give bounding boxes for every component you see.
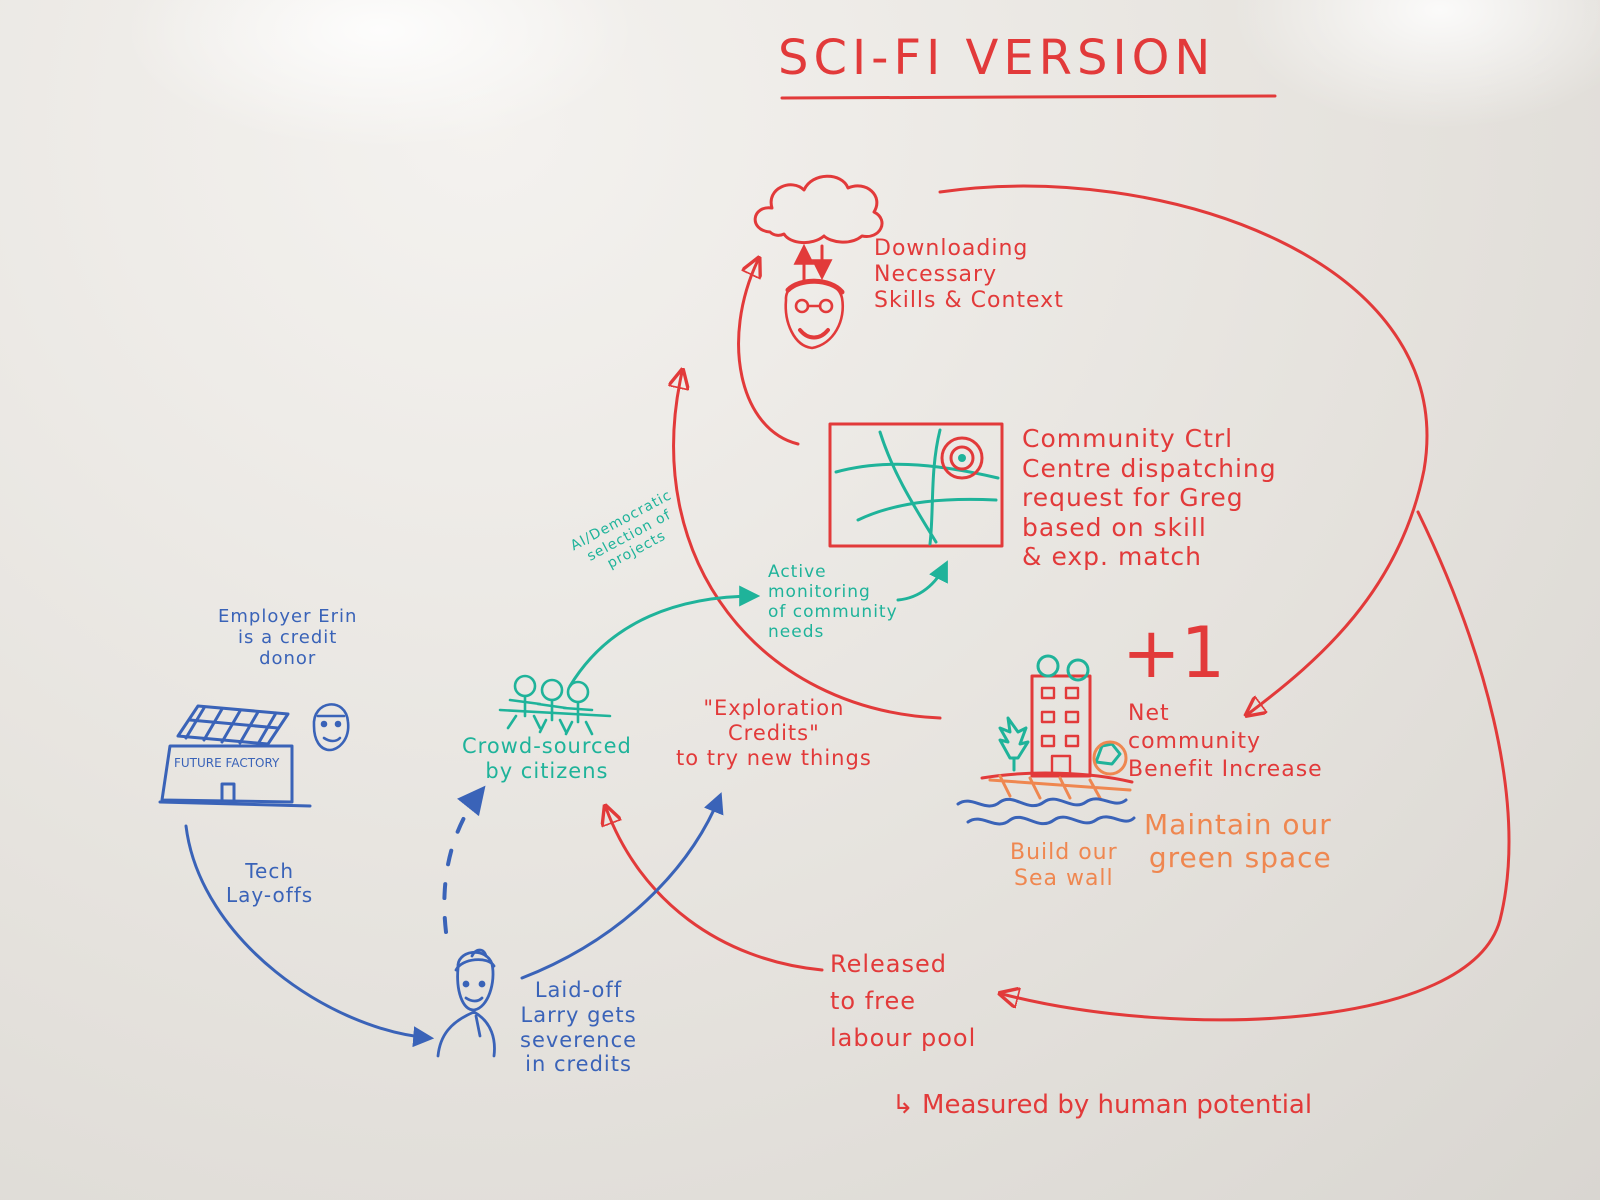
label-active-monitoring: Active monitoring of community needs (768, 562, 898, 643)
label-control-centre: Community Ctrl Centre dispatching reques… (1022, 424, 1277, 571)
cloud-icon (753, 174, 884, 244)
larry-person-icon (436, 948, 496, 1058)
label-released: Released to free labour pool (830, 950, 977, 1053)
arrow-factory-to-larry (184, 824, 435, 1048)
arrow-loop-to-net-benefit (938, 184, 1429, 714)
label-crowd-sourced: Crowd-sourced by citizens (462, 734, 632, 783)
person-head-icon (784, 278, 845, 350)
arrow-larry-to-crowd-dashed (442, 785, 486, 934)
page-title: SCI-FI VERSION (778, 30, 1216, 86)
building-icon (956, 654, 1136, 826)
label-measured-potential: ↳ Measured by human potential (892, 1090, 1313, 1120)
label-net-benefit: Net community Benefit Increase (1128, 701, 1323, 783)
sync-arrows-icon (793, 243, 833, 282)
label-build-sea-wall: Build our Sea wall (1010, 840, 1118, 891)
label-downloading: Downloading Necessary Skills & Context (874, 236, 1064, 313)
arrow-right-loop-to-released (1002, 510, 1511, 1022)
label-plus-one: +1 (1122, 612, 1226, 694)
label-employer-erin: Employer Erin is a credit donor (218, 606, 358, 670)
arrow-monitoring-to-map (896, 560, 948, 602)
arrow-map-to-head (737, 260, 800, 446)
arrow-larry-to-exploration (520, 792, 724, 980)
label-exploration-credits: "Exploration Credits" to try new things (676, 696, 872, 770)
map-icon (828, 422, 1004, 548)
arrow-released-to-crowd (606, 808, 824, 972)
erin-face-icon (312, 703, 350, 752)
title-underline (780, 94, 1277, 100)
arrow-benefit-to-downloading (674, 372, 942, 720)
label-tech-layoffs: Tech Lay-offs (226, 859, 314, 907)
arrow-crowd-to-monitoring (568, 585, 761, 688)
factory-icon (158, 704, 312, 808)
label-maintain-green-space: Maintain our green space (1144, 808, 1332, 875)
crowd-icon (498, 674, 612, 736)
label-factory-sign: FUTURE FACTORY (174, 756, 280, 770)
label-laid-off-larry: Laid-off Larry gets severence in credits (520, 978, 638, 1077)
